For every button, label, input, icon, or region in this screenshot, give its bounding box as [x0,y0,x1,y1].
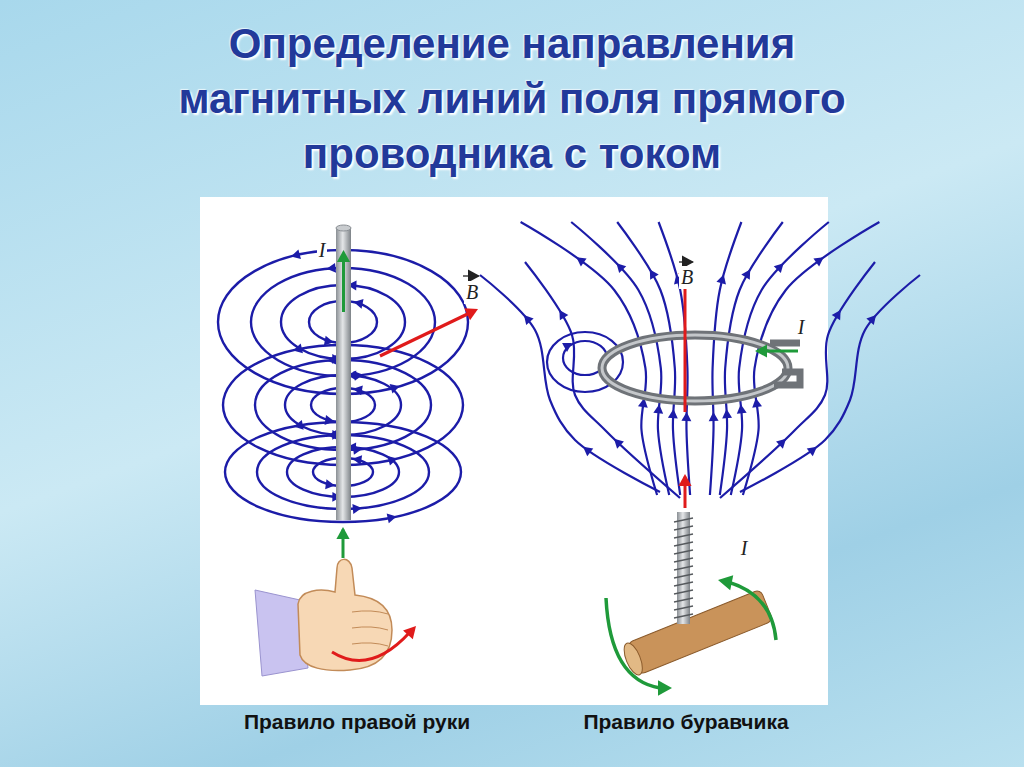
induction-label: B [679,266,695,289]
screw-thread [674,614,693,618]
rotation-arrow-head [718,575,733,590]
current-arrow-head [337,250,350,262]
screw-thread [674,534,693,538]
induction-vector [684,274,687,412]
induction-vector-head [464,308,478,320]
field-line [480,275,660,492]
field-arrow [650,269,659,279]
field-arrow [722,409,732,418]
field-arrow [616,263,626,273]
field-arrow [352,455,362,465]
screw-thread [674,518,693,522]
field-arrow [752,398,762,408]
field-arrow [653,404,663,414]
loop-figure [480,222,920,508]
field-line [720,262,875,498]
wire-end [336,225,351,231]
field-line [743,222,880,495]
field-arrow [681,412,691,421]
handle-group [620,589,773,677]
screw-thread [674,598,693,602]
field-arrow [562,343,572,352]
rotation-arrow [728,582,776,640]
current-loop-highlight [602,335,788,401]
straight-wire-figure [218,225,480,558]
picture-panel [200,197,828,705]
field-arrow [387,514,397,524]
wire [336,228,351,520]
rule-caption: Правило правой руки [242,710,472,734]
field-arrow [716,274,726,284]
screw-thread [674,566,693,570]
field-arrow [668,409,678,418]
finger-line [352,627,388,630]
field-arrow [614,439,624,449]
induction-label: B [464,281,480,304]
slide-title: Определение направления магнитных линий … [112,16,912,181]
field-arrow [866,315,876,325]
current-arrow [342,255,345,312]
direction-arrow-head [678,474,691,486]
screw-thread [674,542,693,546]
screw-thread [674,574,693,578]
current-arrow-head [336,527,349,539]
rule-caption: Правило буравчика [581,710,790,734]
right-hand [255,559,416,676]
field-arrow [576,257,586,266]
finger-line [352,611,388,614]
screw-thread [674,558,693,562]
current-arrow-head [755,344,767,357]
rotation-arrow-head [658,680,672,695]
current-label: I [739,537,750,560]
field-arrow [328,430,337,440]
field-arrow [774,263,784,273]
rotation-arrow [332,632,410,660]
field-arrow [353,386,363,396]
finger-line [352,643,388,646]
screw-thread [674,606,693,610]
handle-end [620,641,646,678]
handle [627,589,773,674]
screw-thread [674,590,693,594]
field-arrow [354,299,364,309]
field-arrow [832,310,841,320]
screw-thread [674,582,693,586]
field-arrow [327,355,336,365]
rotation-arrow-head [403,626,416,639]
field-arrow [709,412,719,421]
field-arrow [776,439,786,449]
field-arrow [524,315,534,325]
field-line [740,275,920,492]
lead-wire [770,343,800,385]
field-arrow [294,420,304,430]
field-line [617,222,680,495]
field-arrow [741,269,750,279]
gimlet [606,512,776,696]
current-loop [602,335,788,401]
field-arrow [813,257,823,266]
current-label: I [796,316,807,339]
field-line [571,222,669,495]
field-line [720,222,783,495]
field-arrow [325,479,335,489]
field-arrow [352,504,361,514]
screw-thread [674,526,693,530]
field-arrow [293,344,303,354]
field-arrow [327,263,336,273]
field-arrow [559,310,568,320]
field-arrow [583,447,593,456]
field-line [521,222,658,495]
current-label: I [317,239,328,262]
induction-vector [380,313,470,356]
field-arrow [737,404,747,414]
field-arrow [807,447,817,456]
fist [298,559,392,670]
screw-thread [674,550,693,554]
rotation-arrow [606,598,660,688]
field-arrow [291,249,301,259]
